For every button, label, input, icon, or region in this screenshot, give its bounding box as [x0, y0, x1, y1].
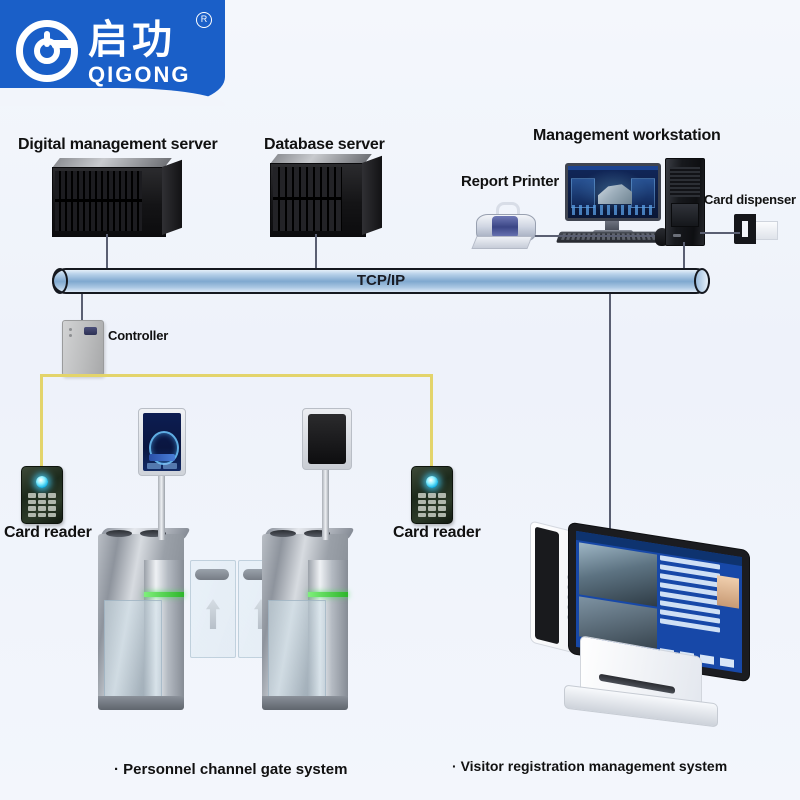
camera-terminal-icon [302, 408, 352, 470]
power-button-circle-logo-icon [16, 20, 78, 82]
brand-logo: 启功 QIGONG R [0, 0, 225, 106]
visitor-photo [717, 575, 739, 609]
controller-bus-left-drop [40, 374, 43, 472]
personnel-gate-pedestal-right [262, 408, 355, 715]
label-management-workstation: Management workstation [533, 127, 721, 144]
management-workstation-monitor-icon [565, 163, 661, 241]
database-server-icon [270, 154, 382, 237]
wire-tower-to-bus [683, 242, 685, 270]
gate-barrier-left [190, 560, 236, 658]
label-card-dispenser: Card dispenser [704, 192, 796, 207]
card-reader-left-icon [21, 466, 63, 524]
bus-cap-right [694, 268, 710, 294]
report-printer-icon [470, 200, 542, 252]
bus-cap-left [52, 268, 68, 294]
brand-name-cn: 启功 [88, 17, 176, 63]
logo-g-tail [52, 40, 76, 48]
controller-box-icon [62, 320, 104, 376]
controller-bus-horizontal [40, 374, 433, 377]
wire-bus-to-controller [81, 292, 83, 322]
card-reader-right-icon [411, 466, 453, 524]
wire-server2-to-bus [315, 234, 317, 270]
caption-bullet-1: · [114, 761, 119, 778]
label-controller: Controller [108, 328, 169, 343]
card-dispenser-icon [734, 214, 778, 244]
caption-bullet-2: · [452, 758, 457, 774]
controller-bus-right-drop [430, 374, 433, 472]
caption-text-2: Visitor registration management system [460, 758, 728, 774]
wire-server1-to-bus [106, 234, 108, 270]
label-card-reader-right: Card reader [393, 524, 481, 541]
label-database-server: Database server [264, 136, 385, 153]
caption-text-1: Personnel channel gate system [123, 761, 348, 778]
registered-mark-icon: R [196, 12, 212, 28]
caption-personnel-gate: · Personnel channel gate system [114, 761, 347, 778]
wire-tower-to-dispenser [700, 232, 740, 234]
label-card-reader-left: Card reader [4, 524, 92, 541]
wire-bus-to-visitor-terminal [609, 292, 611, 532]
workstation-tower-icon [665, 158, 705, 246]
caption-visitor-registration: · Visitor registration management system [452, 758, 727, 774]
tcpip-label: TCP/IP [356, 272, 406, 289]
brand-name-en: QIGONG [88, 62, 191, 87]
visitor-registration-terminal-icon [520, 518, 750, 728]
keyboard-icon [555, 231, 665, 243]
label-report-printer: Report Printer [461, 173, 560, 190]
tcpip-network-bus: TCP/IP [52, 268, 710, 294]
wire-printer-to-workstation [535, 235, 655, 237]
label-digital-management-server: Digital management server [18, 136, 218, 153]
personnel-gate-pedestal-left [98, 408, 191, 715]
face-recognition-terminal-icon [138, 408, 186, 476]
digital-management-server-icon [52, 158, 182, 237]
